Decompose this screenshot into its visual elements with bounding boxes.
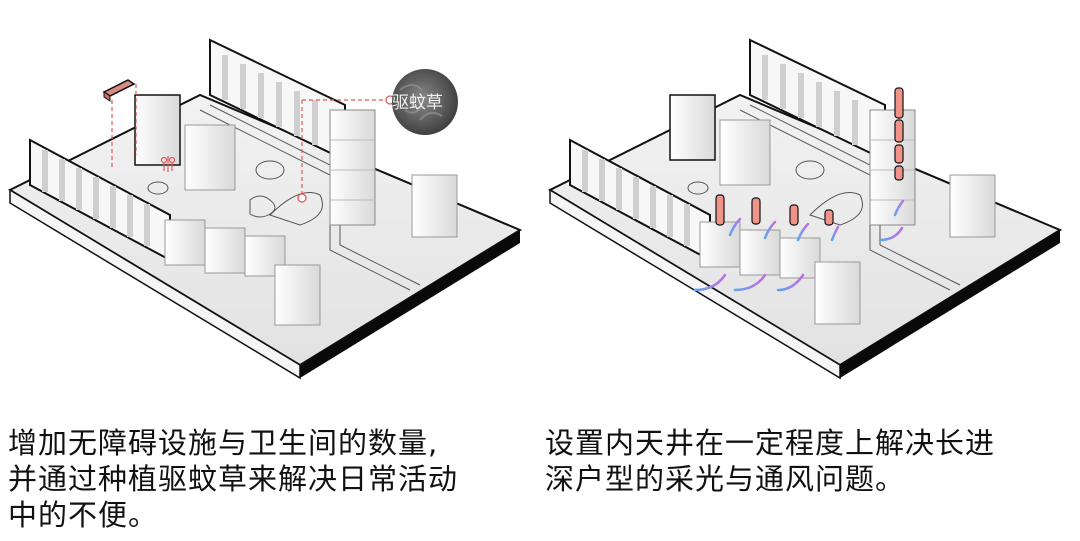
airflow-curve — [733, 273, 767, 292]
building-central-towers — [134, 94, 236, 191]
airflow-arrow — [893, 199, 905, 217]
airflow-arrow — [763, 220, 777, 240]
airflow-arrows — [693, 199, 905, 292]
light-well — [715, 194, 725, 226]
light-well-markers — [715, 87, 904, 226]
building-east-tower — [949, 174, 996, 238]
plant-photo-label: 驱蚊草 — [392, 93, 443, 113]
airflow-curve — [693, 273, 727, 292]
airflow-arrow — [796, 222, 810, 242]
caption-line: 设置内天井在一定程度上解决长进 — [545, 426, 996, 460]
building-east-stepped — [329, 109, 376, 226]
light-well — [751, 197, 761, 225]
toilet-icon — [160, 156, 176, 172]
site-base — [547, 93, 1063, 380]
axonometric-site-model-left: 驱蚊草 — [7, 38, 523, 380]
light-well — [894, 144, 904, 164]
caption-line: 中的不便。 — [8, 498, 159, 532]
building-north-slab — [749, 38, 886, 162]
airflow-arrow — [728, 217, 742, 237]
building-east-tower — [411, 174, 458, 238]
building-east-stepped — [869, 109, 916, 226]
light-well — [894, 119, 904, 143]
airflow-curve — [878, 226, 904, 242]
caption-right: 设置内天井在一定程度上解决长进 深户型的采光与通风问题。 — [545, 425, 1065, 497]
axonometric-site-model-right — [547, 38, 1063, 380]
light-well — [894, 165, 904, 181]
building-north-slab — [209, 38, 346, 162]
diagram-panel-right — [540, 0, 1080, 400]
building-central-towers — [669, 94, 771, 186]
caption-left: 增加无障碍设施与卫生间的数量, 并通过种植驱蚊草来解决日常活动 中的不便。 — [8, 425, 528, 533]
airflow-arrow — [830, 225, 840, 242]
caption-line: 并通过种植驱蚊草来解决日常活动 — [8, 462, 459, 496]
light-well — [894, 87, 904, 119]
airflow-curve — [776, 273, 805, 292]
mosquito-plant-photo: 驱蚊草 — [392, 69, 458, 135]
caption-line: 深户型的采光与通风问题。 — [545, 462, 906, 496]
building-south-row — [164, 219, 321, 326]
light-well — [789, 204, 799, 226]
caption-line: 增加无障碍设施与卫生间的数量, — [8, 426, 439, 460]
building-west-slab — [29, 138, 171, 262]
diagram-panel-left: 驱蚊草 — [0, 0, 540, 400]
light-well — [824, 209, 834, 226]
accessibility-facility-marker — [102, 79, 137, 168]
